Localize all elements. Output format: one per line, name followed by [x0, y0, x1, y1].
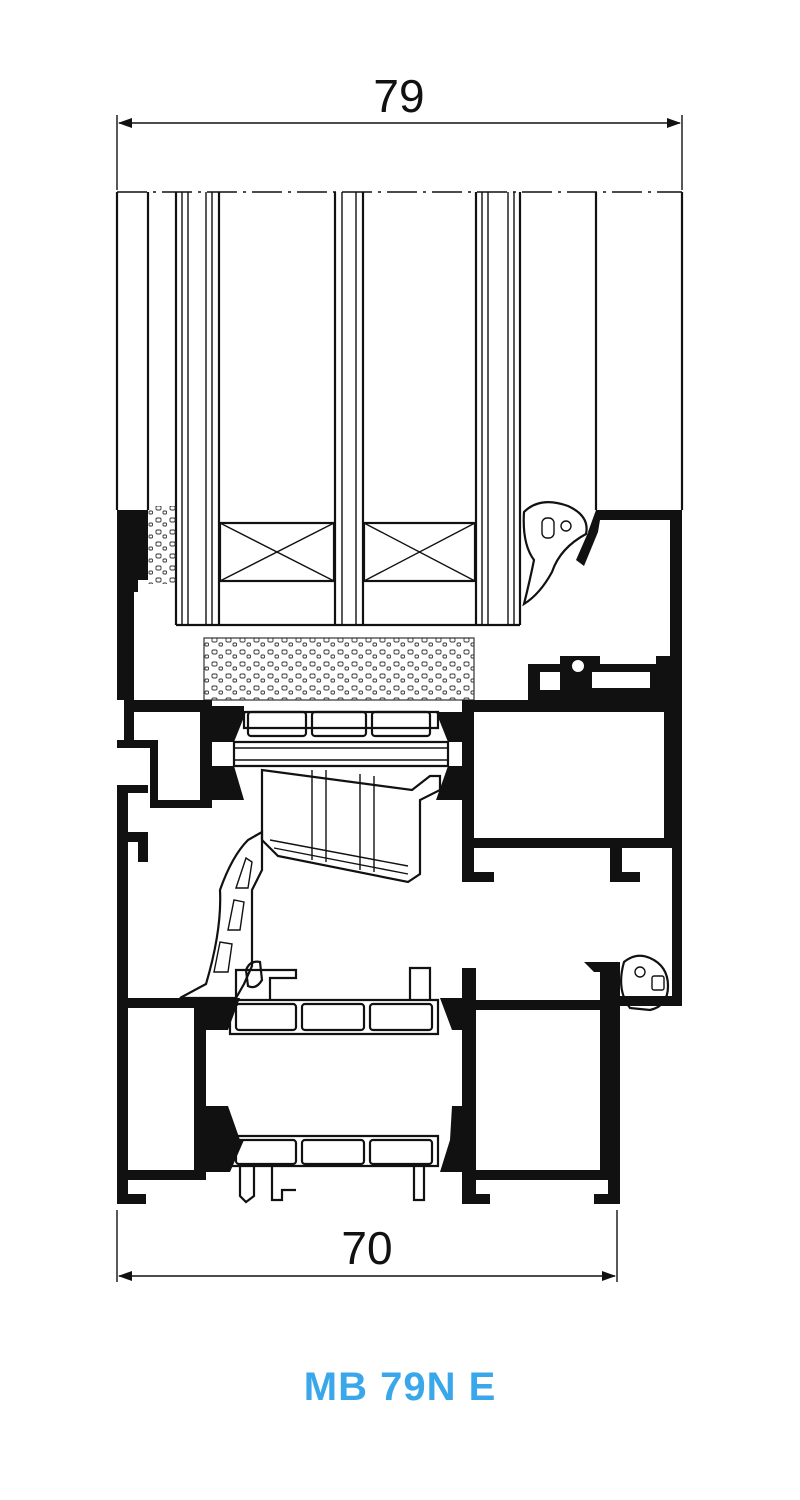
glass-pane-middle — [333, 192, 365, 625]
thermal-insulation-foam — [203, 637, 475, 701]
glass-pane-inner — [474, 192, 522, 625]
top-dimension-value: 79 — [373, 70, 424, 122]
product-name-label: MB 79N E — [303, 1365, 497, 1409]
triple-glazing — [115, 191, 684, 627]
glass-spacer-right — [362, 521, 477, 583]
bottom-dimension: 70 — [116, 1210, 618, 1282]
glass-spacer-left — [218, 521, 336, 583]
glass-pane-outer — [174, 192, 221, 625]
frame-profile — [117, 700, 682, 1204]
bottom-dimension-value: 70 — [341, 1222, 392, 1274]
inner-glazing-bead-gasket — [522, 501, 588, 607]
sash-profile — [117, 510, 682, 884]
top-dimension: 79 — [116, 70, 683, 190]
